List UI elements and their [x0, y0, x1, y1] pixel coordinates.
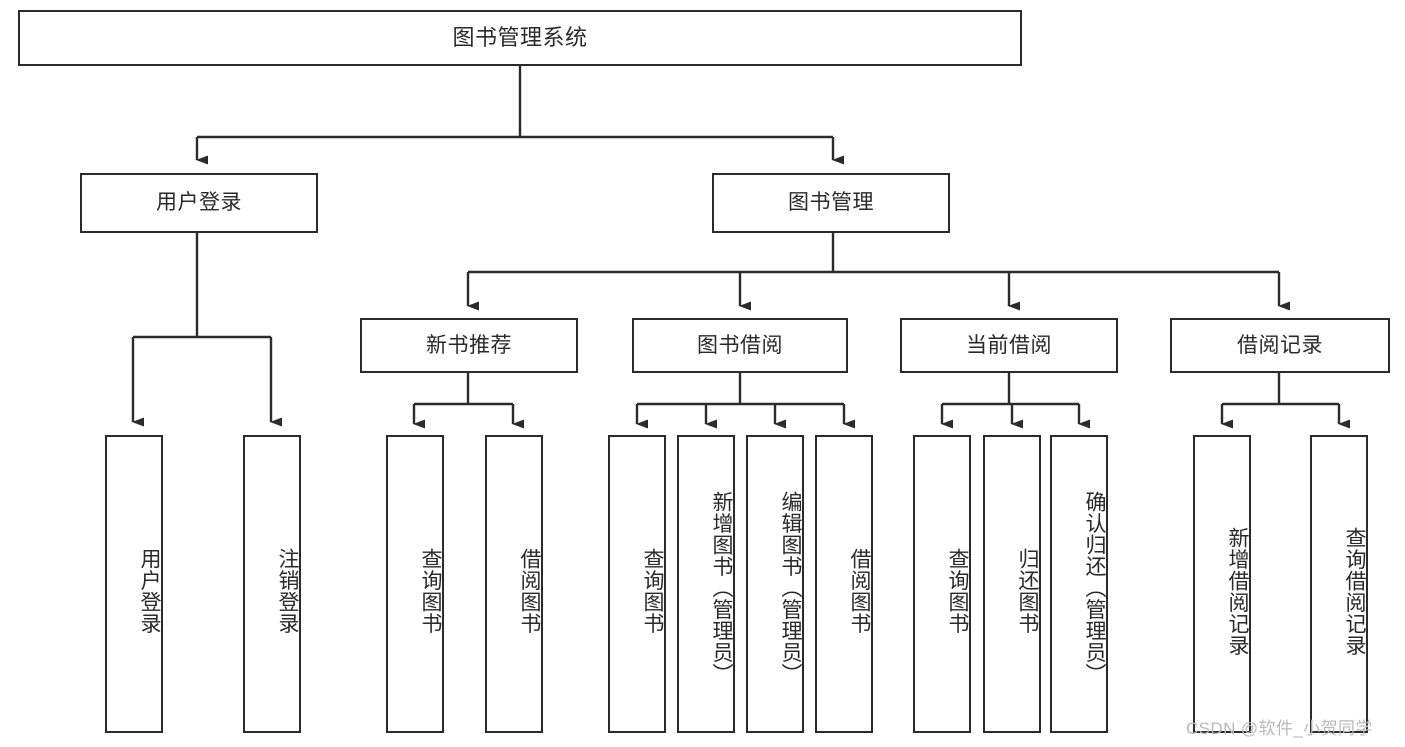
node-label: 用户登录 [138, 548, 161, 634]
leaf-logout-login[interactable]: 注销登录 [243, 435, 301, 733]
node-new-book-recommend[interactable]: 新书推荐 [360, 318, 578, 373]
node-current-borrow[interactable]: 当前借阅 [900, 318, 1118, 373]
node-label: 归还图书 [1016, 548, 1039, 634]
leaf-query-book-current[interactable]: 查询图书 [913, 435, 971, 733]
node-book-management[interactable]: 图书管理 [712, 173, 950, 233]
node-label: 新增图书（管理员） [710, 491, 733, 685]
node-label: 查询图书 [419, 548, 442, 634]
node-user-login[interactable]: 用户登录 [80, 173, 318, 233]
leaf-edit-book-admin[interactable]: 编辑图书（管理员） [746, 435, 804, 733]
node-label: 查询图书 [641, 548, 664, 634]
leaf-query-book-recommend[interactable]: 查询图书 [386, 435, 444, 733]
node-label: 用户登录 [156, 191, 242, 215]
leaf-borrow-book[interactable]: 借阅图书 [815, 435, 873, 733]
node-label: 借阅图书 [518, 548, 541, 634]
node-label: 确认归还（管理员） [1083, 491, 1106, 685]
leaf-return-book[interactable]: 归还图书 [983, 435, 1041, 733]
node-label: 查询借阅记录 [1343, 526, 1366, 656]
leaf-query-book-borrow[interactable]: 查询图书 [608, 435, 666, 733]
node-label: 注销登录 [276, 548, 299, 634]
leaf-borrow-book-recommend[interactable]: 借阅图书 [485, 435, 543, 733]
node-label: 新增借阅记录 [1226, 526, 1249, 656]
node-label: 图书管理 [788, 191, 874, 215]
node-label: 借阅记录 [1237, 333, 1323, 357]
leaf-query-borrow-record[interactable]: 查询借阅记录 [1310, 435, 1368, 733]
node-label: 图书借阅 [697, 333, 783, 357]
leaf-add-borrow-record[interactable]: 新增借阅记录 [1193, 435, 1251, 733]
node-book-borrow[interactable]: 图书借阅 [632, 318, 848, 373]
leaf-add-book-admin[interactable]: 新增图书（管理员） [677, 435, 735, 733]
leaf-confirm-return-admin[interactable]: 确认归还（管理员） [1050, 435, 1108, 733]
node-label: 新书推荐 [426, 333, 512, 357]
leaf-user-login[interactable]: 用户登录 [105, 435, 163, 733]
node-borrow-record[interactable]: 借阅记录 [1170, 318, 1390, 373]
node-label: 图书管理系统 [452, 24, 588, 50]
node-label: 查询图书 [946, 548, 969, 634]
node-root-system[interactable]: 图书管理系统 [18, 10, 1022, 66]
node-label: 借阅图书 [848, 548, 871, 634]
node-label: 当前借阅 [966, 333, 1052, 357]
node-label: 编辑图书（管理员） [779, 491, 802, 685]
